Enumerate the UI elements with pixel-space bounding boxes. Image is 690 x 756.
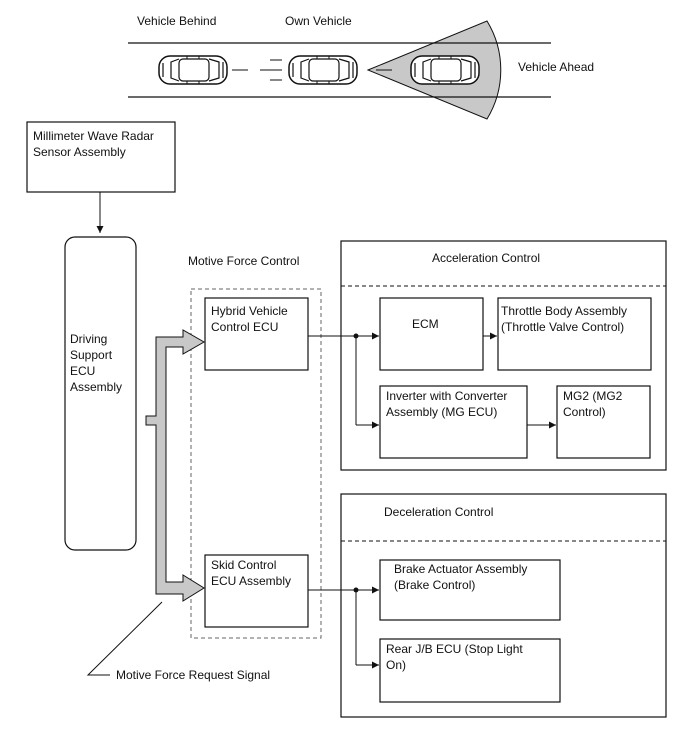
hybrid-ecu-line1: Hybrid Vehicle xyxy=(211,304,288,318)
vehicle-ahead-label: Vehicle Ahead xyxy=(518,60,594,74)
rear-jb-line1: Rear J/B ECU (Stop Light xyxy=(386,642,523,656)
own-vehicle-car xyxy=(288,55,358,85)
rear-jb-line2: On) xyxy=(386,658,406,672)
throttle-line1: Throttle Body Assembly xyxy=(501,304,627,318)
acceleration-connectors xyxy=(308,332,556,429)
vehicle-behind-car xyxy=(158,55,228,85)
motive-force-request-arrow xyxy=(145,329,206,602)
signal-callout-leader xyxy=(86,601,163,676)
acceleration-control-title: Acceleration Control xyxy=(432,251,540,265)
own-vehicle-motion-lines xyxy=(268,59,282,81)
skid-ecu-line2: ECU Assembly xyxy=(211,574,291,588)
skid-control-ecu-block: Skid Control ECU Assembly xyxy=(204,554,309,628)
radar-sensor-line1: Millimeter Wave Radar xyxy=(33,129,154,143)
motive-force-control-title: Motive Force Control xyxy=(188,254,299,268)
throttle-line2: (Throttle Valve Control) xyxy=(501,320,624,334)
hybrid-vehicle-control-ecu-block: Hybrid Vehicle Control ECU xyxy=(204,297,309,371)
radar-sensor-block: Millimeter Wave Radar Sensor Assembly xyxy=(26,121,176,193)
inverter-block xyxy=(379,385,528,459)
skid-ecu-line1: Skid Control xyxy=(211,558,276,572)
vehicle-ahead-car xyxy=(410,55,480,85)
motive-force-control-group xyxy=(190,288,322,639)
mg2-line2: Control) xyxy=(563,405,606,419)
ecm-block xyxy=(379,297,484,371)
inverter-line2: Assembly (MG ECU) xyxy=(386,405,497,419)
road-scene: Vehicle Behind Own Vehicle Vehicle Ahead xyxy=(128,14,594,120)
driving-support-ecu-line2: Support xyxy=(70,348,113,362)
deceleration-control-group: Deceleration Control Brake Actuator Asse… xyxy=(340,493,667,718)
decel-junction-dot xyxy=(353,587,359,593)
own-vehicle-label: Own Vehicle xyxy=(285,14,352,28)
vehicle-behind-label: Vehicle Behind xyxy=(137,14,216,28)
driving-support-ecu-line3: ECU xyxy=(70,364,95,378)
radar-sensor-line2: Sensor Assembly xyxy=(33,145,126,159)
brake-actuator-block xyxy=(379,559,561,621)
motive-force-request-signal-label: Motive Force Request Signal xyxy=(116,668,270,682)
driving-support-ecu-block: Driving Support ECU Assembly xyxy=(64,236,137,551)
accel-junction-dot xyxy=(353,333,359,339)
driving-support-ecu-line4: Assembly xyxy=(70,380,122,394)
throttle-body-block xyxy=(497,297,652,371)
rear-jb-ecu-block xyxy=(379,638,561,703)
mg2-block xyxy=(556,385,651,459)
brake-actuator-line2: (Brake Control) xyxy=(394,578,475,592)
ecm-label: ECM xyxy=(412,317,439,331)
inverter-line1: Inverter with Converter xyxy=(386,389,507,403)
driving-support-ecu-line1: Driving xyxy=(70,332,107,346)
acceleration-control-group: Acceleration Control ECM Throttle Body A… xyxy=(340,240,667,471)
mg2-line1: MG2 (MG2 xyxy=(563,389,623,403)
hybrid-ecu-line2: Control ECU xyxy=(211,320,278,334)
deceleration-control-title: Deceleration Control xyxy=(384,505,493,519)
brake-actuator-line1: Brake Actuator Assembly xyxy=(394,562,527,576)
deceleration-connectors xyxy=(308,586,379,669)
